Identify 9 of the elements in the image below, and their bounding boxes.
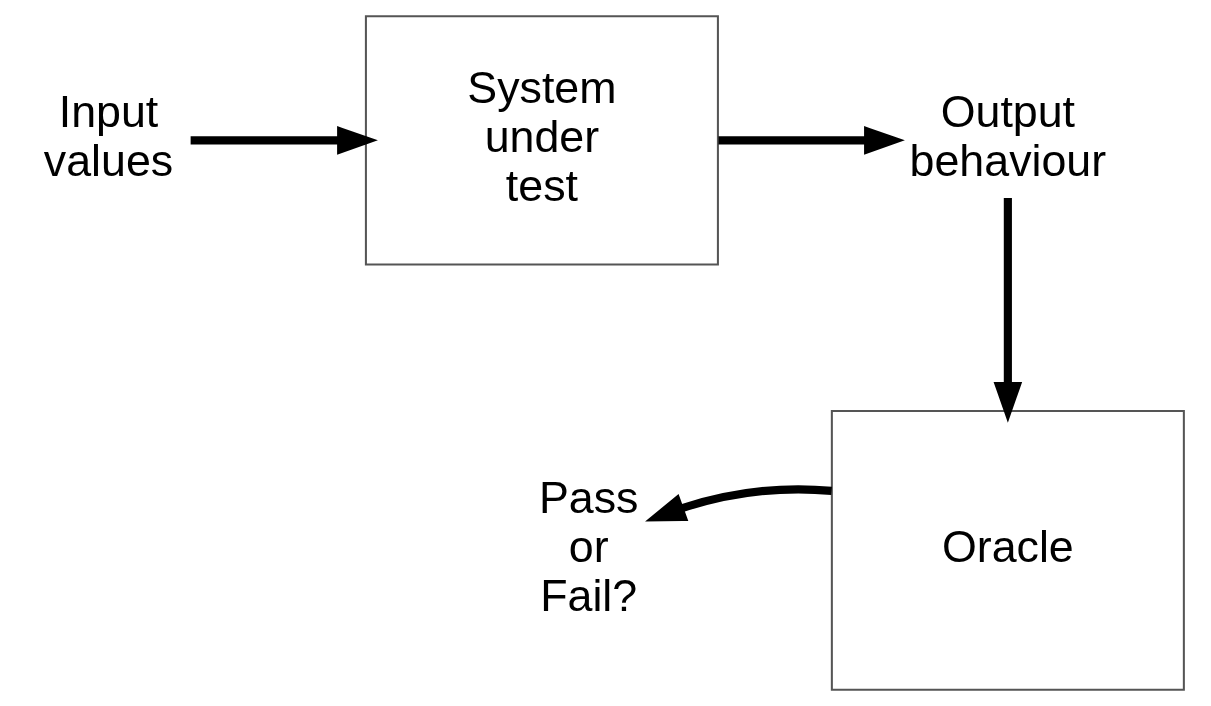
node-text: Pass or Fail?: [538, 471, 639, 620]
arrow: [993, 198, 1023, 423]
node-text: Input values: [43, 86, 174, 186]
arrow: [645, 485, 832, 522]
arrow: [190, 126, 378, 155]
node-box: Oracle: [830, 409, 1185, 691]
arrow: [718, 126, 905, 155]
node-text: Output behaviour: [909, 86, 1107, 186]
node-box: System under test: [364, 15, 719, 266]
